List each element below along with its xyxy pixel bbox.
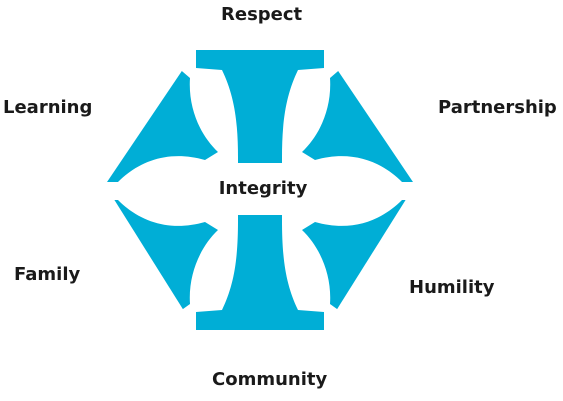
emblem-upper-left-arm <box>105 66 218 182</box>
emblem-lower-right-arm <box>302 200 415 314</box>
emblem-lower-left-arm <box>105 200 218 314</box>
hexagon-emblem <box>105 50 415 330</box>
value-label-learning: Learning <box>3 97 93 118</box>
value-label-respect: Respect <box>221 4 303 25</box>
value-label-family: Family <box>14 264 81 285</box>
value-label-partnership: Partnership <box>438 97 557 118</box>
value-label-humility: Humility <box>409 277 495 298</box>
center-value-box: Integrity <box>202 163 324 215</box>
emblem-top-arm <box>196 50 324 158</box>
value-label-community: Community <box>212 369 328 390</box>
emblem-bottom-arm <box>196 220 324 330</box>
emblem-upper-right-arm <box>302 66 415 182</box>
center-value-integrity: Integrity <box>218 178 308 199</box>
